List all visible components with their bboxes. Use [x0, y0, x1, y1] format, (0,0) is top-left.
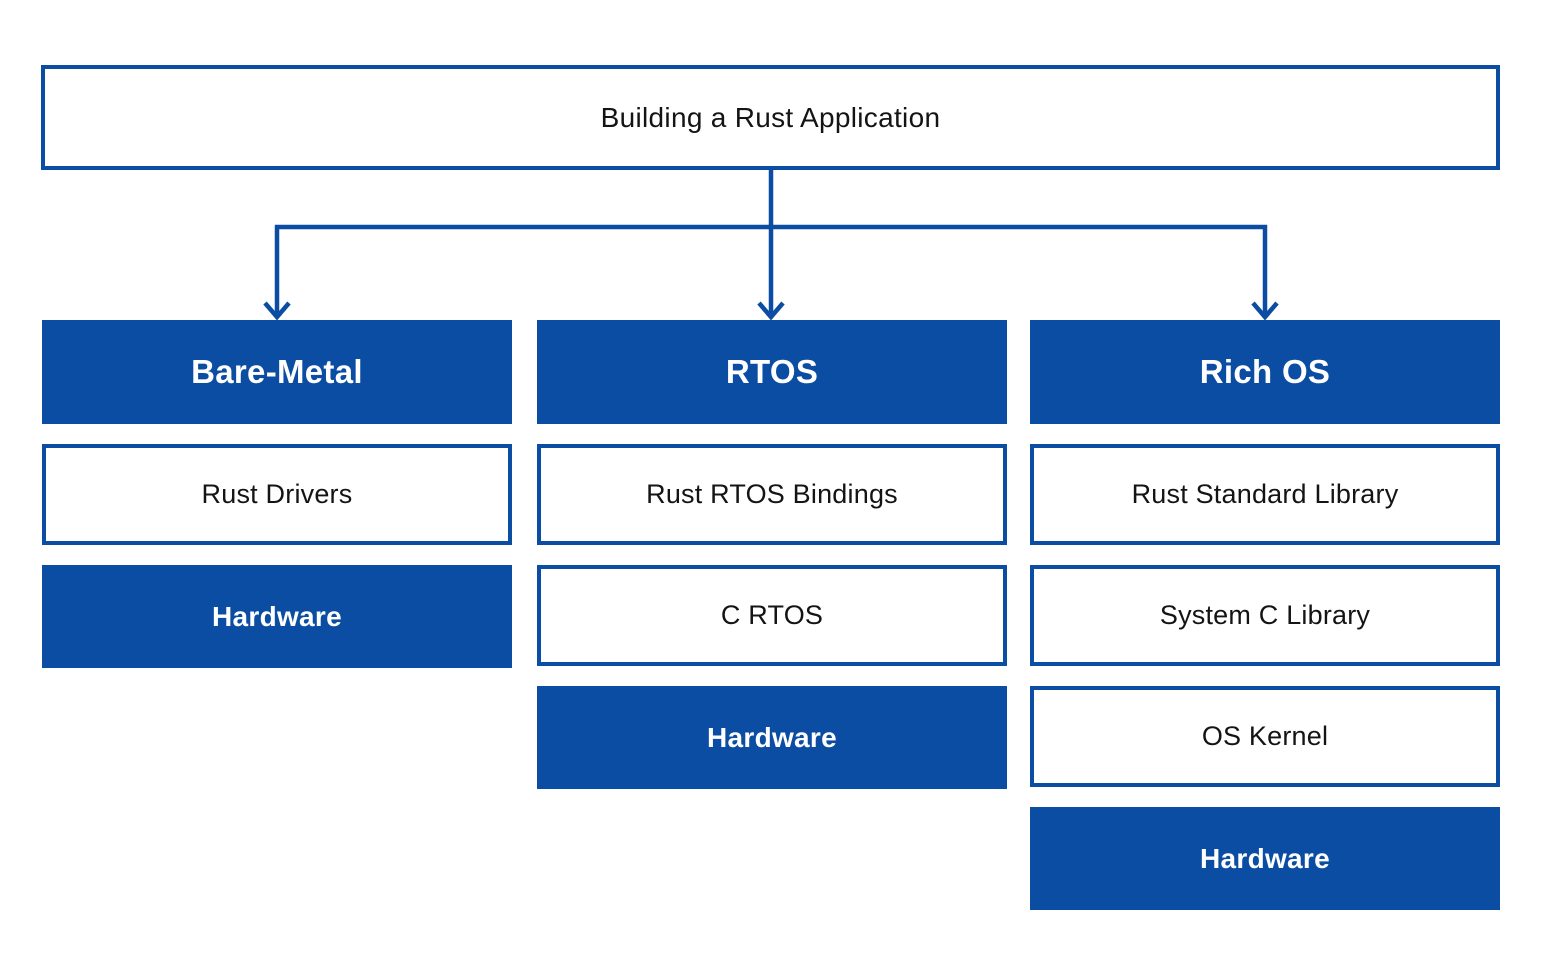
- column-rich-os: Rich OS Rust Standard Library System C L…: [1030, 320, 1500, 910]
- column-bare-metal: Bare-Metal Rust Drivers Hardware: [42, 320, 512, 668]
- hardware-box-rtos: Hardware: [537, 686, 1007, 789]
- arrowhead-right-icon: [1251, 301, 1279, 321]
- column-header-rtos: RTOS: [537, 320, 1007, 424]
- arrowhead-left-icon: [263, 301, 291, 321]
- layer-box-os-kernel: OS Kernel: [1030, 686, 1500, 787]
- root-node: Building a Rust Application: [41, 65, 1500, 170]
- hardware-box-bare-metal: Hardware: [42, 565, 512, 668]
- arrowheads: [263, 301, 1279, 321]
- layer-box-system-c-library: System C Library: [1030, 565, 1500, 666]
- arrowhead-center-icon: [757, 301, 785, 321]
- connector-lines: [274, 170, 1268, 314]
- layer-box-rust-drivers: Rust Drivers: [42, 444, 512, 545]
- column-header-rich-os: Rich OS: [1030, 320, 1500, 424]
- root-node-label: Building a Rust Application: [600, 101, 941, 133]
- layer-box-c-rtos: C RTOS: [537, 565, 1007, 666]
- column-rtos: RTOS Rust RTOS Bindings C RTOS Hardware: [537, 320, 1007, 789]
- column-header-bare-metal: Bare-Metal: [42, 320, 512, 424]
- layer-box-rust-rtos-bindings: Rust RTOS Bindings: [537, 444, 1007, 545]
- hardware-box-rich-os: Hardware: [1030, 807, 1500, 910]
- layer-box-rust-standard-library: Rust Standard Library: [1030, 444, 1500, 545]
